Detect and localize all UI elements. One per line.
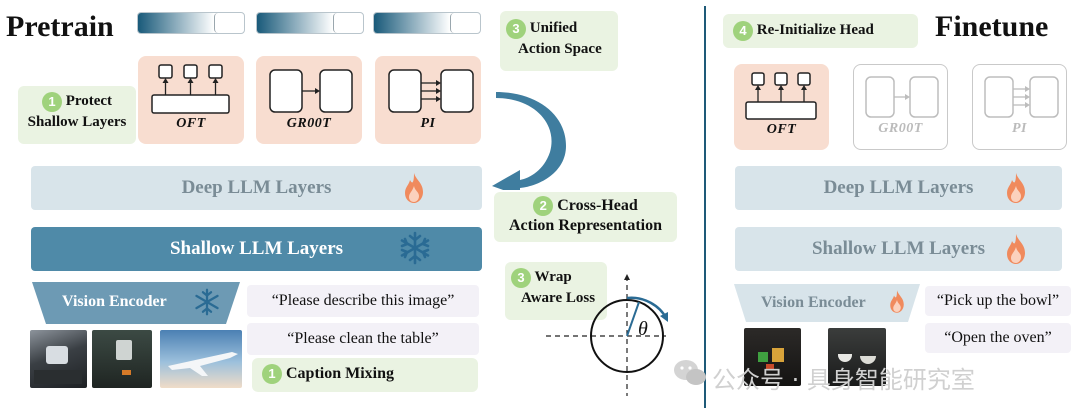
step-badge: 3 — [511, 267, 531, 288]
step-badge: 1 — [262, 364, 282, 385]
unified-action-note: 3 Unified Action Space — [500, 11, 618, 71]
reinit-head-note: 4 Re-Initialize Head — [723, 14, 918, 48]
vision-encoder-shape — [734, 284, 920, 322]
section-divider — [704, 6, 706, 408]
note-line: Aware Loss — [521, 289, 596, 306]
pi-head-diagram-icon — [984, 76, 1059, 118]
snowflake-icon — [195, 288, 219, 316]
step-badge: 4 — [733, 20, 753, 41]
note-line: Action Space — [518, 40, 602, 57]
note-line: Unified — [529, 20, 578, 36]
prompt-describe-image: “Please describe this image” — [247, 285, 479, 317]
robot-scene-image-2 — [92, 330, 152, 388]
layer-label: Shallow LLM Layers — [169, 238, 344, 259]
wechat-icon — [674, 360, 706, 385]
head-gr00t-finetune: GR00T — [853, 64, 948, 150]
gr00t-head-diagram-icon — [269, 69, 353, 113]
note-line: Cross-Head — [557, 197, 638, 214]
action-bar-1 — [137, 12, 245, 34]
step-badge: 2 — [533, 196, 554, 217]
prompt-open-oven: “Open the oven” — [925, 323, 1071, 353]
prompt-clean-table: “Please clean the table” — [247, 323, 479, 355]
head-label-gr00t: GR00T — [878, 121, 923, 136]
vision-encoder-label: Vision Encoder — [62, 293, 167, 310]
head-label-pi: PI — [1012, 121, 1027, 136]
airplane-icon — [168, 352, 238, 376]
robot-scene-image-4 — [828, 328, 886, 386]
flame-icon — [1007, 173, 1025, 203]
wrap-angle-diagram — [546, 274, 668, 396]
note-line: Shallow Layers — [27, 113, 127, 130]
note-line: Wrap — [534, 269, 572, 285]
head-pi-finetune: PI — [972, 64, 1067, 150]
flame-icon — [405, 173, 423, 203]
shallow-llm-layers-finetune: Shallow LLM Layers — [735, 227, 1062, 271]
vision-encoder-label: Vision Encoder — [761, 294, 866, 311]
step-badge: 1 — [41, 91, 62, 112]
layer-label: Deep LLM Layers — [181, 177, 332, 198]
curved-arrow-icon — [492, 92, 566, 190]
flame-icon — [890, 290, 904, 313]
pretrain-title: Pretrain — [6, 10, 114, 43]
robot-scene-image-1 — [30, 330, 87, 388]
note-line: Action Representation — [508, 217, 663, 235]
flame-icon — [1007, 234, 1025, 264]
cross-head-note: 2 Cross-Head Action Representation — [494, 192, 677, 242]
head-pi: PI — [375, 56, 481, 144]
watermark-text: 公众号 · 具身智能研究室 — [712, 366, 975, 394]
oft-head-diagram-icon — [745, 72, 817, 120]
wrap-aware-loss-note: 3 Wrap Aware Loss — [505, 262, 607, 320]
theta-label: θ — [638, 318, 648, 340]
robot-scene-image-3 — [744, 328, 801, 386]
note-line: Re-Initialize Head — [756, 22, 874, 38]
head-label-gr00t: GR00T — [286, 116, 332, 131]
vision-encoder-shape — [32, 282, 240, 324]
head-label-oft: OFT — [766, 122, 797, 137]
snowflake-icon — [400, 231, 430, 265]
finetune-title: Finetune — [935, 10, 1049, 43]
deep-llm-layers: Deep LLM Layers — [31, 166, 482, 210]
oft-head-diagram-icon — [151, 64, 230, 114]
caption-mixing-note: 1 Caption Mixing — [252, 358, 478, 392]
step-badge: 3 — [506, 18, 526, 39]
protect-shallow-note: 1 Protect Shallow Layers — [18, 86, 136, 144]
action-bar-2 — [256, 12, 364, 34]
note-line: Caption Mixing — [286, 365, 395, 382]
head-oft: OFT — [138, 56, 244, 144]
prompt-pick-bowl: “Pick up the bowl” — [925, 286, 1071, 316]
airplane-image — [160, 330, 242, 388]
pi-head-diagram-icon — [388, 69, 474, 113]
head-gr00t: GR00T — [256, 56, 362, 144]
layer-label: Deep LLM Layers — [823, 177, 974, 198]
head-label-oft: OFT — [176, 116, 206, 131]
note-line: Protect — [65, 93, 113, 109]
head-label-pi: PI — [420, 116, 436, 131]
head-oft-finetune: OFT — [734, 64, 829, 150]
gr00t-head-diagram-icon — [865, 76, 939, 118]
deep-llm-layers-finetune: Deep LLM Layers — [735, 166, 1062, 210]
action-bar-3 — [373, 12, 481, 34]
layer-label: Shallow LLM Layers — [811, 238, 986, 259]
shallow-llm-layers: Shallow LLM Layers — [31, 227, 482, 271]
